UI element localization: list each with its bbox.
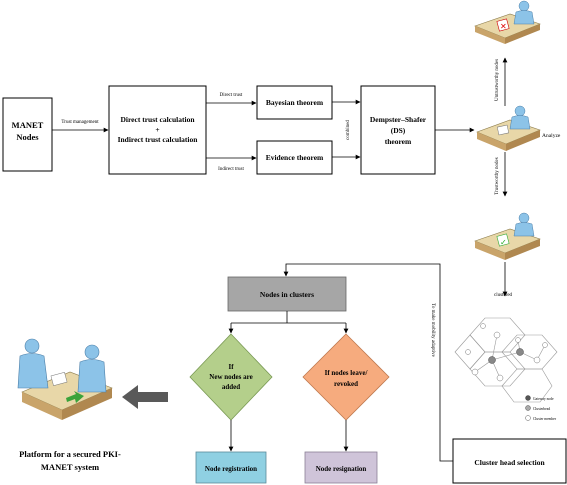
cluster-nodes	[465, 323, 548, 382]
node-registration-box: Node registration	[195, 451, 267, 484]
clustered-label: clustered	[494, 293, 513, 298]
node-resignation-label: Node resignation	[316, 465, 367, 473]
new-nodes-label-1: If	[228, 363, 234, 371]
analyze-label: Analyze	[542, 133, 561, 139]
person-analyze-icon	[476, 105, 541, 151]
legend-gateway-marker	[525, 395, 531, 401]
bayesian-label: Bayesian theorem	[266, 98, 324, 107]
platform-label-2: MANET system	[41, 462, 99, 472]
legend-gateway-label: Gateway node	[533, 397, 554, 401]
trust-management-label: Trust management	[61, 120, 99, 125]
leave-revoked-decision: If nodes leave/ revoked	[302, 333, 390, 421]
manet-nodes-label-1: MANET	[12, 120, 44, 130]
handshake-people-icon	[17, 338, 113, 420]
svg-text:✓: ✓	[500, 238, 507, 247]
new-nodes-label-2: New nodes are	[209, 373, 252, 381]
legend-member-label: Cluster member	[533, 417, 557, 421]
new-nodes-label-3: added	[222, 383, 240, 391]
cluster-head-selection-box: Cluster head selection	[452, 438, 567, 484]
evidence-label: Evidence theorem	[266, 153, 324, 162]
legend-clusterhead-marker	[525, 405, 531, 411]
arrow-feedback-loop	[283, 263, 453, 462]
manet-nodes-label-2: Nodes	[16, 132, 39, 142]
leave-label-1: If nodes leave/	[325, 369, 369, 377]
mobility-adaptive-label: To make mobility adaptive	[430, 303, 435, 357]
manet-nodes-box: MANET Nodes	[2, 97, 53, 172]
ds-theorem-box: Dempster–Shafer (DS) theorem	[360, 85, 436, 175]
person-untrustworthy-icon: ✕	[474, 0, 541, 44]
ds-label-3: theorem	[385, 137, 412, 146]
bayesian-box: Bayesian theorem	[256, 85, 333, 120]
person-trustworthy-icon: ✓	[474, 212, 541, 260]
nodes-in-clusters-box: Nodes in clusters	[227, 276, 347, 312]
evidence-box: Evidence theorem	[256, 140, 333, 175]
legend-clusterhead-label: Clusterhead	[533, 407, 550, 411]
nodes-in-clusters-label: Nodes in clusters	[260, 290, 314, 299]
indirect-trust-label: Indirect trust	[218, 167, 244, 172]
new-nodes-decision: If New nodes are added	[189, 333, 273, 421]
svg-text:✕: ✕	[500, 22, 507, 31]
combined-label: combined	[346, 120, 351, 140]
node-resignation-box: Node resignation	[304, 451, 378, 484]
cluster-legend: Gateway node Clusterhead Cluster member	[525, 395, 557, 421]
leave-label-2: revoked	[334, 380, 358, 388]
node-registration-label: Node registration	[205, 465, 257, 473]
cluster-head-selection-label: Cluster head selection	[474, 458, 545, 467]
trust-calc-label-3: Indirect trust calculation	[118, 135, 199, 144]
untrustworthy-label: Untrustworthy nodes	[495, 59, 500, 101]
trust-calculation-box: Direct trust calculation + Indirect trus…	[108, 85, 207, 175]
legend-member-marker	[525, 415, 531, 421]
big-left-arrow	[122, 385, 168, 409]
ds-label-2: (DS)	[391, 126, 406, 135]
ds-label-1: Dempster–Shafer	[370, 115, 427, 124]
trust-calc-label-2: +	[155, 125, 159, 134]
cluster-network-icon	[454, 317, 558, 403]
trust-calc-label-1: Direct trust calculation	[120, 115, 195, 124]
platform-label-1: Platform for a secured PKI-	[19, 449, 121, 459]
trustworthy-label: Trustworthy nodes	[495, 157, 500, 195]
direct-trust-label: Direct trust	[220, 93, 243, 98]
